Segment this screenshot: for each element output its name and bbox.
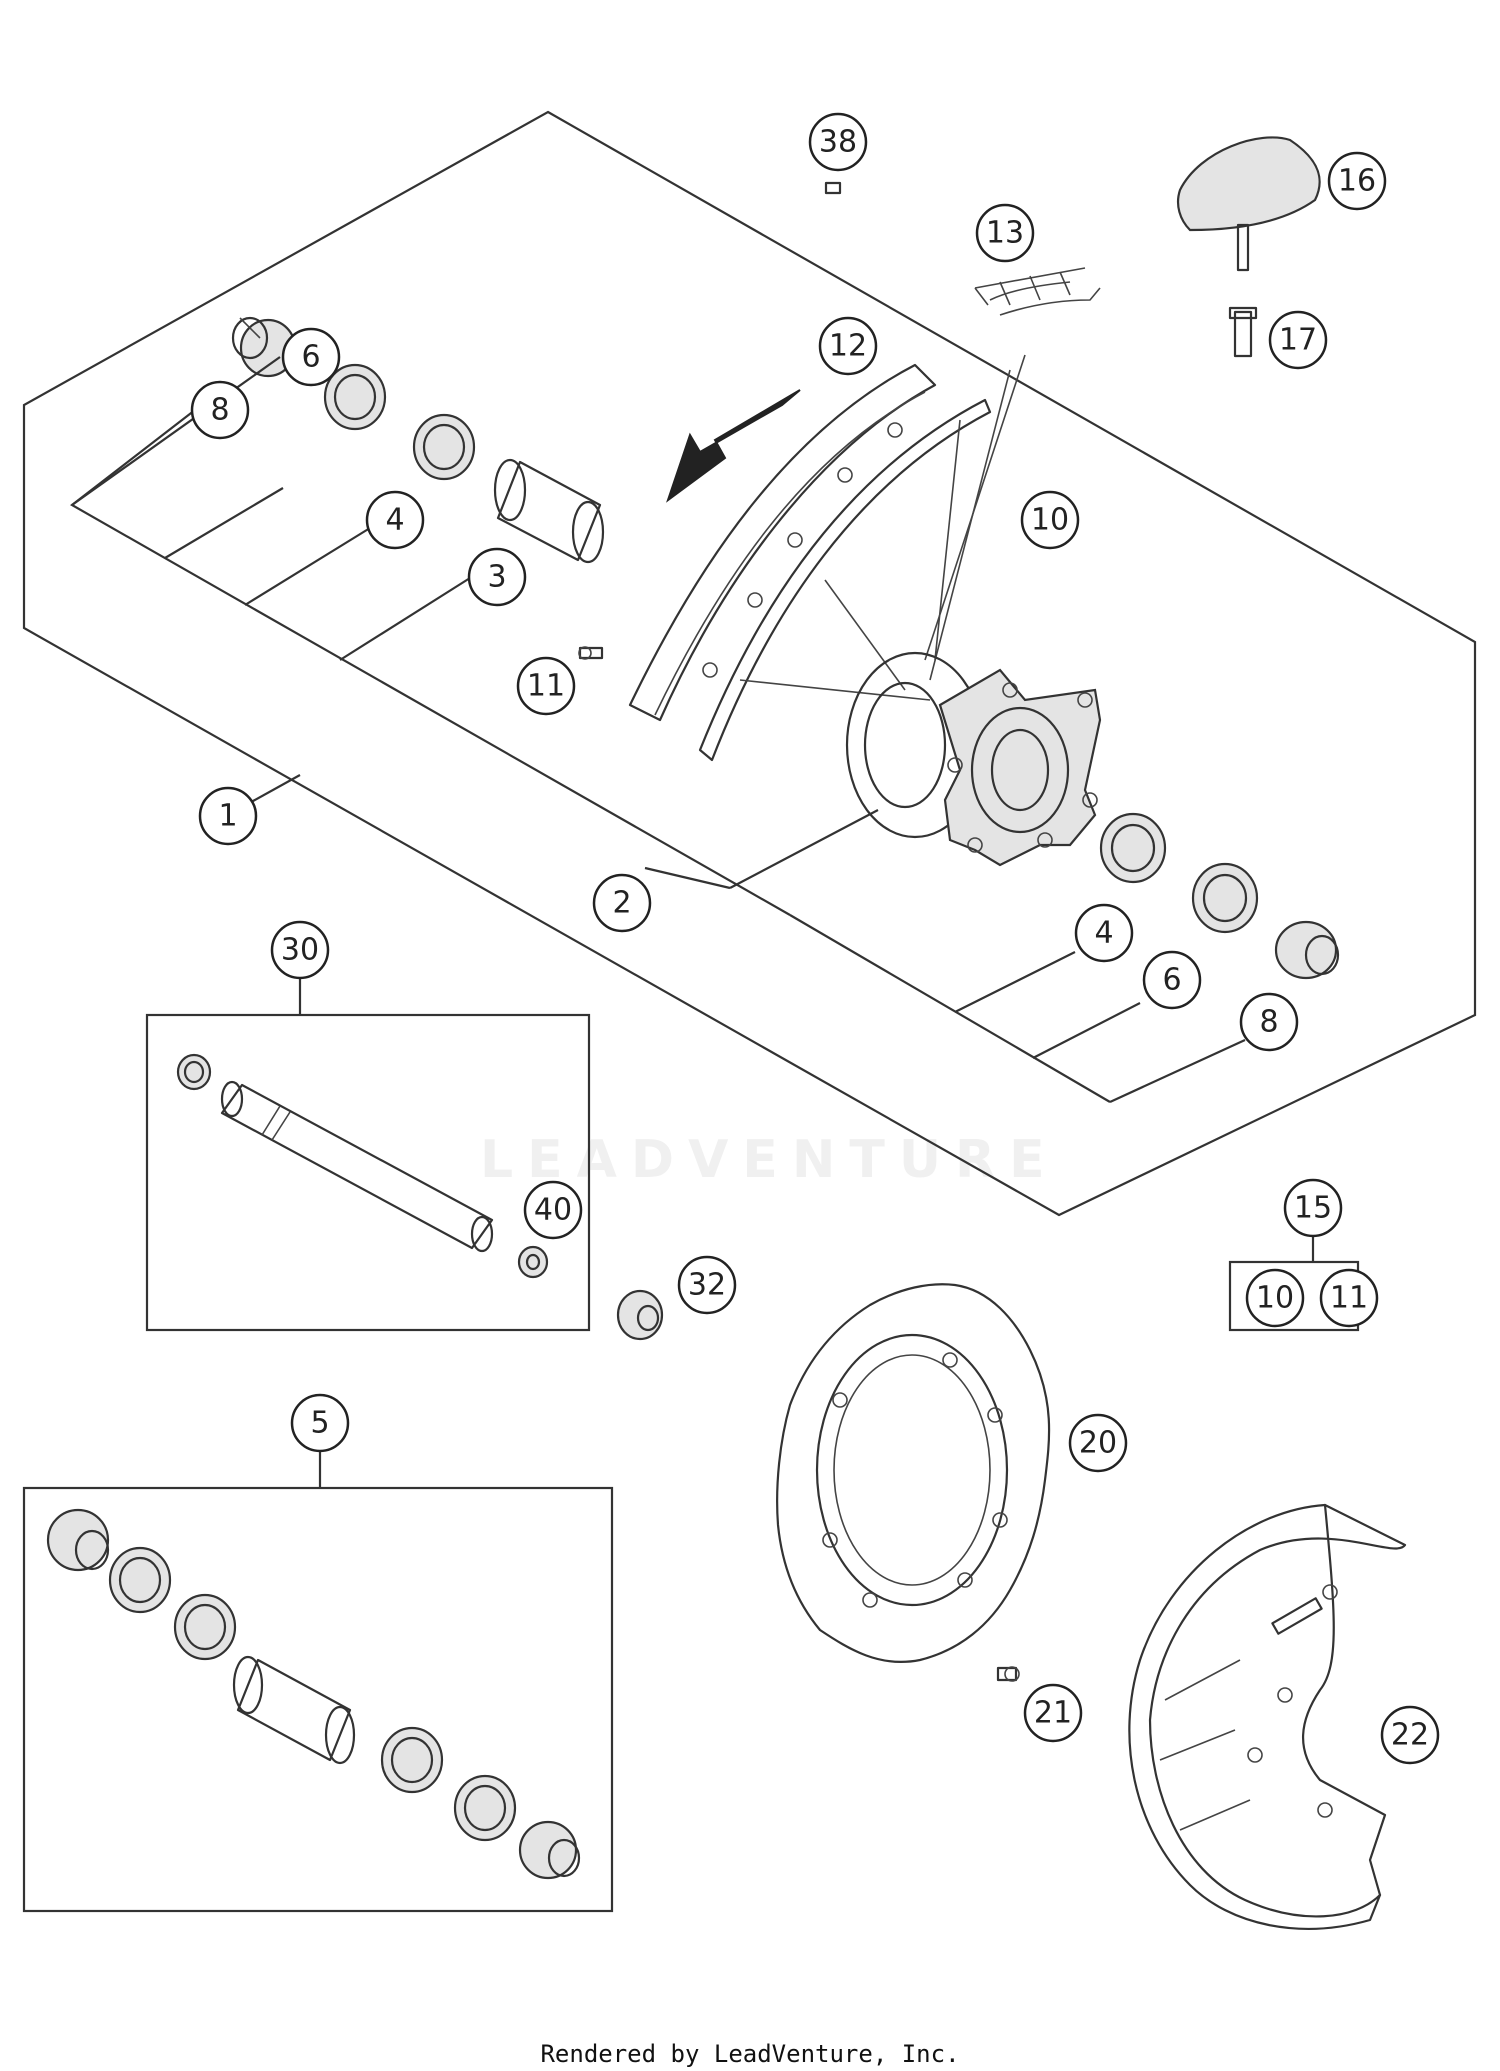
callout-5: 5 xyxy=(290,1393,350,1453)
spacer-8-top xyxy=(231,316,297,378)
callout-10-box: 10 xyxy=(1245,1268,1305,1328)
kit5-spacer-right xyxy=(518,1820,581,1880)
callout-2: 2 xyxy=(592,873,652,933)
callout-21: 21 xyxy=(1023,1683,1083,1743)
callout-13: 13 xyxy=(975,203,1035,263)
footer-credit: Rendered by LeadVenture, Inc. xyxy=(540,2040,960,2068)
wheel-assembly-frame xyxy=(22,110,1477,1217)
bearing-4-right xyxy=(1099,812,1167,884)
svg-text:4: 4 xyxy=(385,503,404,538)
svg-text:4: 4 xyxy=(1094,916,1113,951)
callout-16: 16 xyxy=(1327,151,1387,211)
callout-20: 20 xyxy=(1068,1413,1128,1473)
spokes xyxy=(739,354,1026,701)
callout-4-top: 4 xyxy=(365,490,425,550)
axle xyxy=(220,1080,494,1253)
callout-17: 17 xyxy=(1268,310,1328,370)
svg-text:8: 8 xyxy=(1259,1005,1278,1040)
callout-12: 12 xyxy=(818,316,878,376)
nut-38 xyxy=(824,181,842,195)
washer-40 xyxy=(517,1245,549,1279)
callout-11-box: 11 xyxy=(1319,1268,1379,1328)
spacer-8-right xyxy=(1274,920,1340,980)
mesh-13 xyxy=(974,267,1101,316)
svg-text:21: 21 xyxy=(1034,1696,1072,1731)
callout-6-top: 6 xyxy=(281,327,341,387)
spacer-32 xyxy=(616,1289,664,1341)
svg-text:11: 11 xyxy=(1330,1281,1368,1316)
callout-3: 3 xyxy=(467,547,527,607)
rotation-arrow xyxy=(666,389,801,503)
callout-8-right: 8 xyxy=(1239,992,1299,1052)
callout-38: 38 xyxy=(808,112,868,172)
svg-text:10: 10 xyxy=(1031,503,1069,538)
hub xyxy=(845,651,1102,867)
svg-text:16: 16 xyxy=(1338,164,1376,199)
screw-21 xyxy=(996,1666,1020,1682)
seal-6-top xyxy=(323,363,387,431)
svg-text:22: 22 xyxy=(1391,1718,1429,1753)
callout-10-top: 10 xyxy=(1020,490,1080,550)
axle-nut-30 xyxy=(176,1053,212,1091)
svg-text:10: 10 xyxy=(1256,1281,1294,1316)
svg-text:8: 8 xyxy=(210,393,229,428)
callout-15: 15 xyxy=(1283,1178,1343,1238)
screw-11 xyxy=(578,646,604,660)
rim xyxy=(628,363,992,762)
svg-text:38: 38 xyxy=(819,125,857,160)
bearing-4-top xyxy=(412,413,476,481)
svg-text:20: 20 xyxy=(1079,1426,1117,1461)
svg-text:6: 6 xyxy=(301,340,320,375)
callout-30: 30 xyxy=(270,920,330,980)
callout-6-right: 6 xyxy=(1142,950,1202,1010)
brake-disc-20 xyxy=(776,1283,1051,1664)
svg-text:17: 17 xyxy=(1279,323,1317,358)
kit5-sleeve xyxy=(232,1655,356,1765)
svg-text:15: 15 xyxy=(1294,1191,1332,1226)
callout-32: 32 xyxy=(677,1255,737,1315)
watermark-text: LEADVENTURE xyxy=(480,1130,1059,1190)
kit5-seal-left xyxy=(108,1546,172,1614)
spacer-sleeve-3 xyxy=(493,458,605,564)
svg-text:5: 5 xyxy=(310,1406,329,1441)
seal-6-right xyxy=(1191,862,1259,934)
callout-4-right: 4 xyxy=(1074,903,1134,963)
svg-text:13: 13 xyxy=(986,216,1024,251)
kit5-bearing-left xyxy=(173,1593,237,1661)
svg-text:3: 3 xyxy=(487,560,506,595)
kit5-spacer-left xyxy=(46,1508,110,1572)
svg-text:12: 12 xyxy=(829,329,867,364)
svg-text:32: 32 xyxy=(688,1268,726,1303)
assembly-leaders xyxy=(70,356,1246,1103)
callout-11-top: 11 xyxy=(516,656,576,716)
svg-text:40: 40 xyxy=(534,1193,572,1228)
callout-1: 1 xyxy=(198,786,258,846)
kit5-seal-right xyxy=(453,1774,517,1842)
svg-text:6: 6 xyxy=(1162,963,1181,998)
callout-40: 40 xyxy=(523,1180,583,1240)
callout-22: 22 xyxy=(1380,1705,1440,1765)
kit5-bearing-right xyxy=(380,1726,444,1794)
svg-text:11: 11 xyxy=(527,669,565,704)
svg-text:2: 2 xyxy=(612,886,631,921)
bolt-17 xyxy=(1228,306,1258,358)
disc-guard-22 xyxy=(1128,1503,1407,1930)
svg-text:30: 30 xyxy=(281,933,319,968)
svg-text:1: 1 xyxy=(218,799,237,834)
callout-8-top: 8 xyxy=(190,380,250,440)
axle-box-30 xyxy=(145,1013,591,1332)
stand-16 xyxy=(1176,136,1321,272)
bearing-kit-box-5 xyxy=(22,1486,614,1913)
